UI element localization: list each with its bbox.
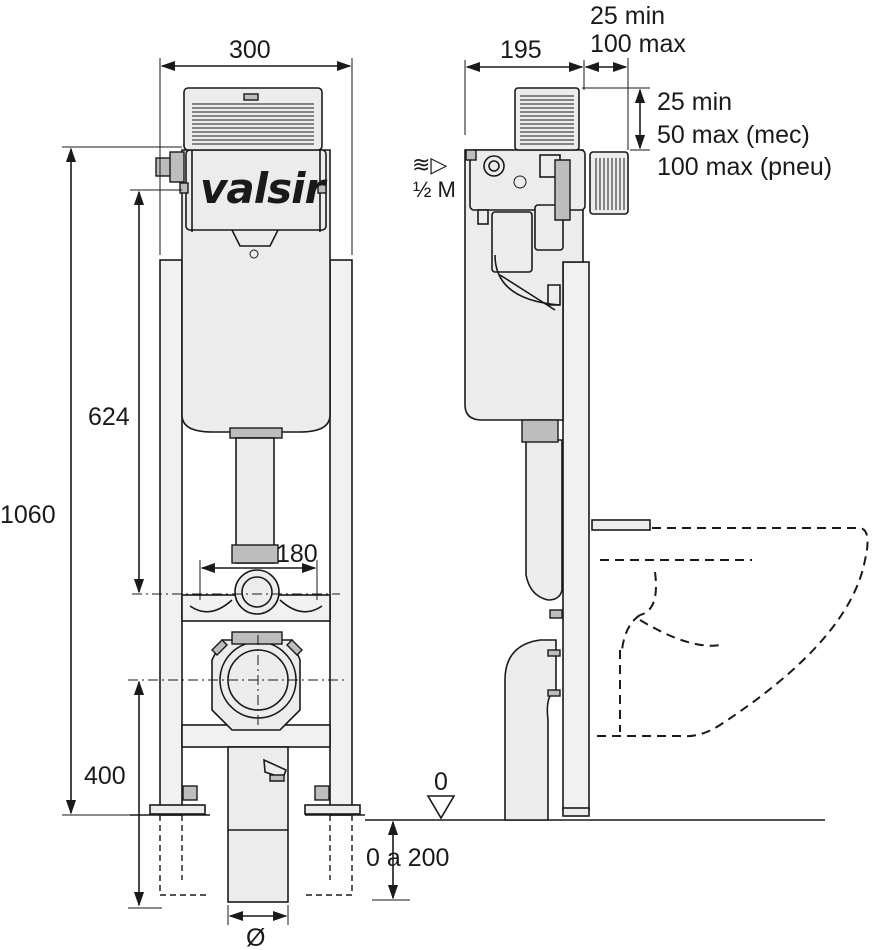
side-flush-grille (520, 95, 574, 145)
dim-outlet-height-label: 400 (84, 762, 126, 790)
side-actuator-grille (595, 158, 625, 210)
dim-height-label: 1060 (0, 501, 56, 529)
floor-level-label: 0 (434, 768, 448, 796)
dim-pipe-spacing-label: 180 (276, 540, 318, 568)
dim-diameter-label: Ø (246, 924, 265, 950)
dim-plate-gap-min-label: 25 min (590, 2, 665, 30)
frame-left-upright (159, 259, 183, 816)
side-frame-upright (562, 261, 590, 811)
side-flush-button (514, 87, 580, 151)
dim-floor-range-label: 0 a 200 (366, 844, 449, 872)
dim-plate-gap-max-label: 100 max (590, 30, 686, 58)
front-view: valsir 300 1060 624 (0, 36, 365, 950)
frame-right-upright (329, 259, 353, 816)
flush-plate-grille (192, 103, 314, 145)
dim-cistern-height-label: 624 (88, 403, 130, 431)
dim-button-min-label: 25 min (657, 88, 732, 116)
brand-logo: valsir (200, 164, 328, 213)
dim-button-pneu-label: 100 max (pneu) (657, 153, 832, 181)
dim-button-mec-label: 50 max (mec) (657, 121, 810, 149)
dim-depth-label: 195 (500, 36, 542, 64)
wall-hung-pan (592, 527, 869, 738)
side-view: 195 25 min 100 max 25 min 50 max (mec) 1… (365, 2, 869, 901)
dim-width-label: 300 (229, 36, 271, 64)
water-inlet-label: ½ M (413, 177, 456, 202)
water-inlet-symbol: ≋▷ (412, 152, 447, 177)
floor-level-marker (426, 795, 456, 820)
